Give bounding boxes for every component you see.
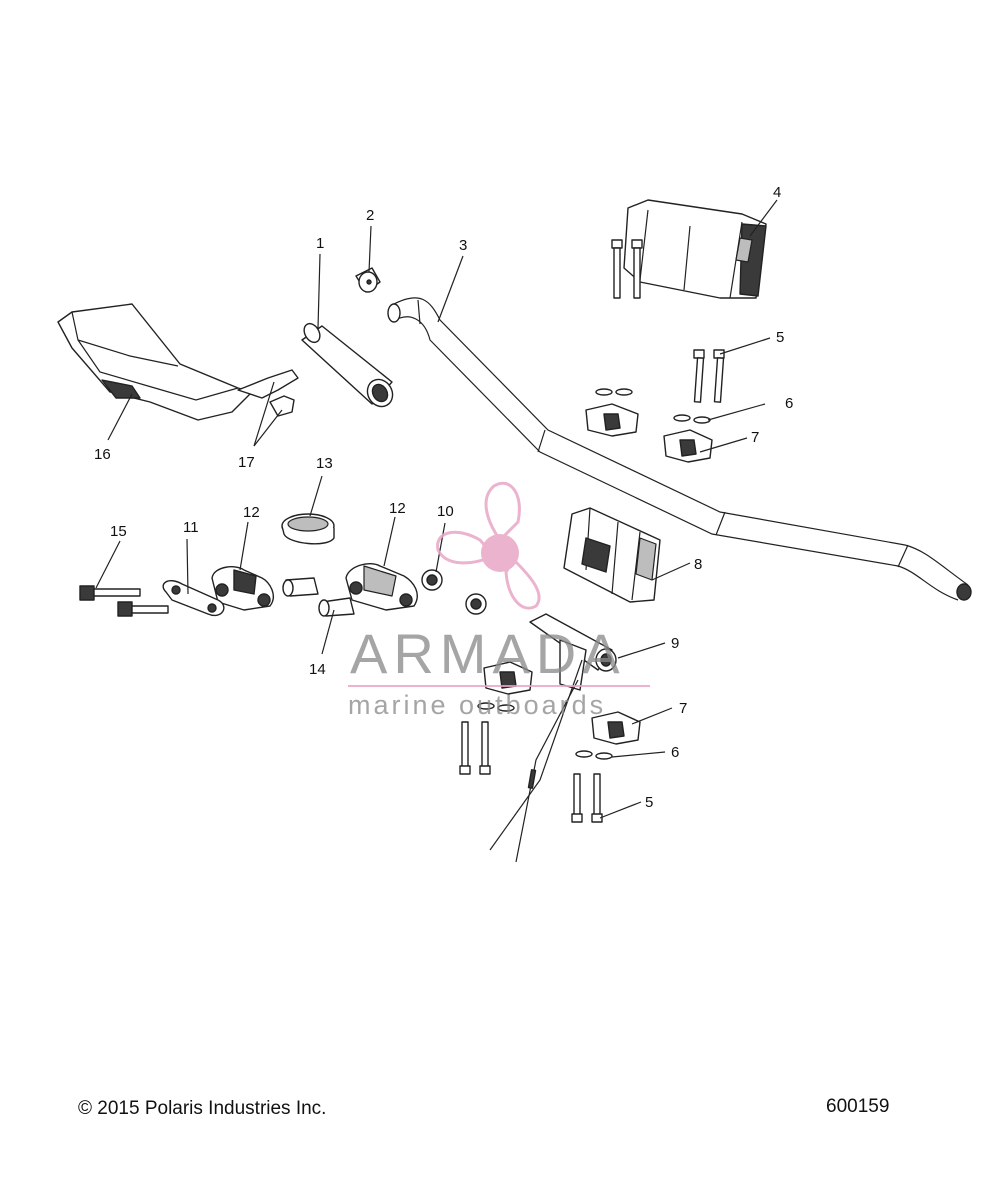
watermark: ARMADA marine outboards xyxy=(348,481,650,720)
watermark-brand: ARMADA xyxy=(350,622,626,685)
clamp-cap-upper-left xyxy=(585,403,639,437)
callout-5-lower: 5 xyxy=(645,794,653,811)
callout-5-upper: 5 xyxy=(776,329,784,346)
callout-15: 15 xyxy=(110,523,127,540)
ring-part xyxy=(281,513,335,545)
handlebar-part xyxy=(387,297,972,601)
bolt-set-upper-left xyxy=(611,239,643,299)
propeller-logo-icon xyxy=(436,481,541,610)
copyright-notice: © 2015 Polaris Industries Inc. xyxy=(78,1098,327,1119)
callout-10: 10 xyxy=(437,503,454,520)
washers-lower xyxy=(477,702,613,760)
bolt-pair-15 xyxy=(79,585,169,617)
callout-14: 14 xyxy=(309,661,326,678)
bushing-part xyxy=(421,569,487,615)
callout-6-lower: 6 xyxy=(671,744,679,761)
bolt-set-lower-left xyxy=(459,721,491,775)
leader-lines xyxy=(95,199,778,819)
bolt-set-upper-right xyxy=(693,349,725,403)
riser-block-part xyxy=(563,507,661,603)
callout-labels: 1 2 3 4 5 6 7 8 9 7 6 5 10 11 12 12 13 1… xyxy=(94,184,793,811)
callout-13: 13 xyxy=(316,455,333,472)
callout-3: 3 xyxy=(459,237,467,254)
steering-post-part xyxy=(489,613,617,863)
callout-12-left: 12 xyxy=(243,504,260,521)
callout-16: 16 xyxy=(94,446,111,463)
grip-part xyxy=(301,322,394,408)
cover-part xyxy=(623,199,767,299)
callout-2: 2 xyxy=(366,207,374,224)
clamp-half-left xyxy=(211,566,274,611)
watermark-tagline: marine outboards xyxy=(348,690,606,720)
drawing-number: 600159 xyxy=(826,1096,890,1117)
callout-7-lower: 7 xyxy=(679,700,687,717)
washers-upper xyxy=(595,388,711,424)
spacer-part xyxy=(282,577,355,617)
callout-9: 9 xyxy=(671,635,679,652)
handguard-part xyxy=(57,303,299,421)
clamp-half-right xyxy=(345,562,418,611)
callout-1: 1 xyxy=(316,235,324,252)
bolt-set-lower-right xyxy=(571,773,603,823)
callout-11: 11 xyxy=(183,519,199,536)
callout-8: 8 xyxy=(694,556,702,573)
callout-7-upper: 7 xyxy=(751,429,759,446)
clamp-cap-upper-right xyxy=(663,429,713,463)
callout-6-upper: 6 xyxy=(785,395,793,412)
plate-part xyxy=(162,580,225,617)
callout-4: 4 xyxy=(773,184,781,201)
clamp-cap-lower-right xyxy=(591,711,641,745)
callout-12-right: 12 xyxy=(389,500,406,517)
callout-17: 17 xyxy=(238,454,255,471)
end-plug-part xyxy=(355,267,381,293)
propeller-hub-icon xyxy=(481,534,519,572)
